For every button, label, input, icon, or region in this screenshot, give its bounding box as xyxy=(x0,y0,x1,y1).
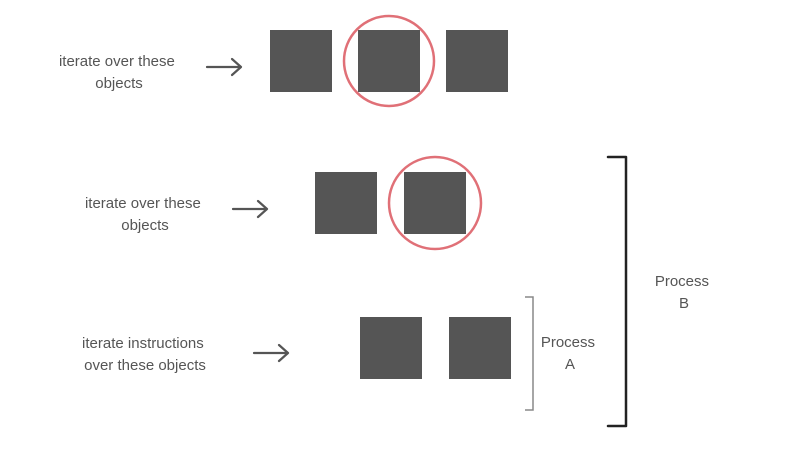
row-3: iterate instructions over these objects xyxy=(82,317,511,379)
process-a-label-line-2: A xyxy=(565,356,575,373)
row-2-arrow-icon xyxy=(231,199,269,219)
row-2-highlight-circle xyxy=(387,155,483,251)
row-1-label-line-2: objects xyxy=(95,75,143,92)
row-1-object-box-1 xyxy=(270,30,332,92)
process-b-group: Process B xyxy=(606,155,713,428)
process-a-group: Process A xyxy=(525,296,599,411)
row-2-label: iterate over these objects xyxy=(85,195,205,234)
process-b-label: Process B xyxy=(655,273,713,312)
process-a-bracket xyxy=(525,296,534,411)
row-3-label-line-1: iterate instructions xyxy=(82,335,204,352)
row-3-object-box-1 xyxy=(360,317,422,379)
process-a-label: Process A xyxy=(541,334,599,373)
row-1-highlight-circle xyxy=(342,14,436,108)
row-2: iterate over these objects xyxy=(85,155,483,251)
row-2-label-line-1: iterate over these xyxy=(85,195,201,212)
row-3-label-line-2: over these objects xyxy=(84,357,206,374)
row-1-object-box-2 xyxy=(358,30,420,92)
row-3-label: iterate instructions over these objects xyxy=(82,335,208,374)
process-a-label-line-1: Process xyxy=(541,334,595,351)
row-3-arrow-icon xyxy=(252,343,290,363)
row-1: iterate over these objects xyxy=(59,14,508,108)
row-1-arrow-icon xyxy=(205,57,243,77)
row-2-object-box-2 xyxy=(404,172,466,234)
row-3-object-box-2 xyxy=(449,317,511,379)
process-b-bracket xyxy=(606,155,628,428)
row-1-label-line-1: iterate over these xyxy=(59,53,175,70)
row-1-object-box-3 xyxy=(446,30,508,92)
row-2-object-box-1 xyxy=(315,172,377,234)
process-b-label-line-1: Process xyxy=(655,273,709,290)
row-1-label: iterate over these objects xyxy=(59,53,179,92)
row-2-label-line-2: objects xyxy=(121,217,169,234)
process-b-label-line-2: B xyxy=(679,295,689,312)
